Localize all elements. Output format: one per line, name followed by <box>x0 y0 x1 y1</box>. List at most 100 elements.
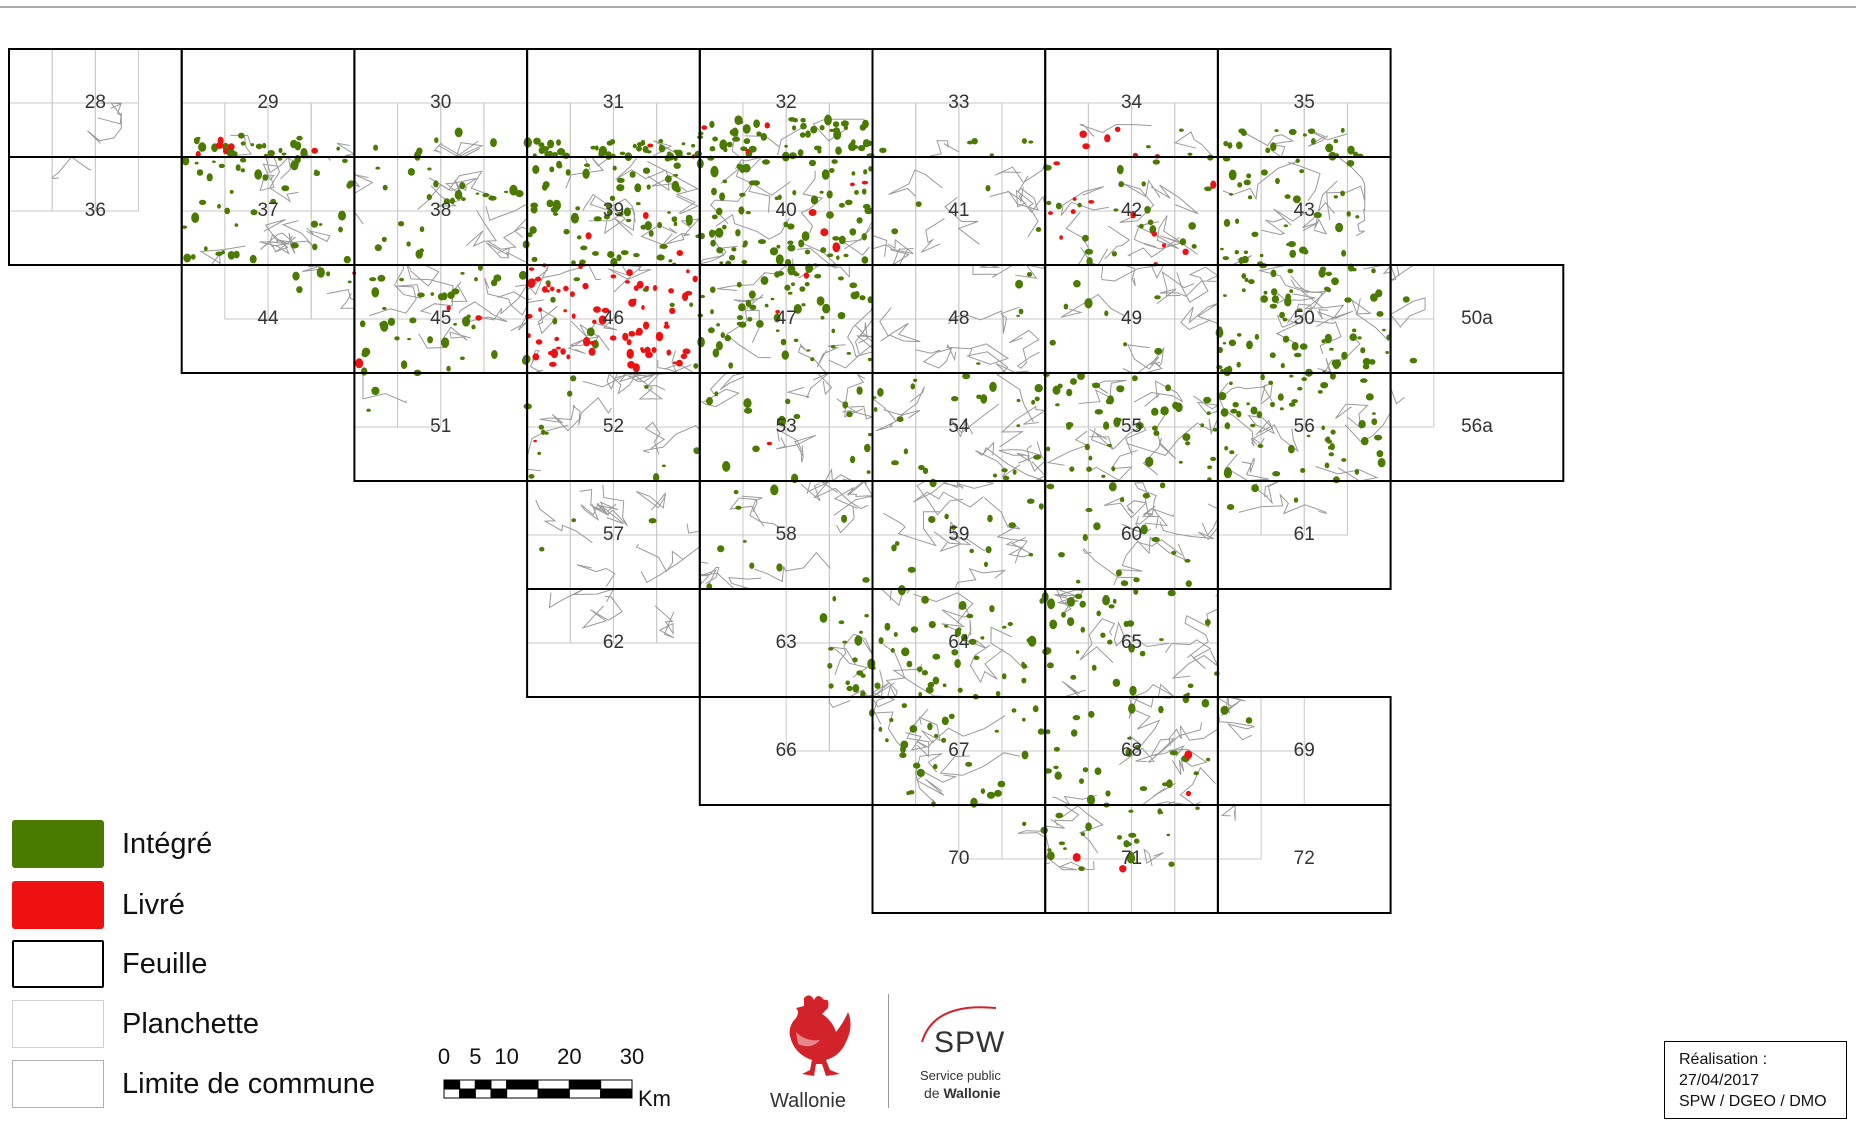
point-integre <box>1251 484 1259 493</box>
point-livre <box>644 285 649 290</box>
point-integre <box>1016 398 1021 403</box>
point-livre <box>546 283 551 288</box>
point-integre <box>846 352 852 355</box>
point-integre <box>857 145 866 152</box>
point-integre <box>1162 782 1169 787</box>
point-integre <box>1320 382 1329 389</box>
point-integre <box>636 186 641 191</box>
sheet-label-43: 43 <box>1294 200 1315 221</box>
points-67 <box>878 694 1045 808</box>
point-livre <box>533 439 537 443</box>
legend-label-integre: Intégré <box>122 828 213 860</box>
point-integre <box>530 205 538 214</box>
points-61 <box>1226 484 1299 510</box>
point-integre <box>190 254 196 260</box>
sheet-label-50: 50 <box>1294 308 1315 329</box>
point-integre <box>710 286 716 293</box>
point-integre <box>728 362 734 369</box>
legend-label-planchette: Planchette <box>122 1008 260 1040</box>
point-integre <box>1104 310 1109 317</box>
point-integre <box>934 733 939 738</box>
point-integre <box>417 292 425 298</box>
point-integre <box>838 202 845 208</box>
spw-logo-arc <box>921 1006 997 1043</box>
point-integre <box>1079 600 1086 608</box>
point-integre <box>1129 685 1137 696</box>
point-integre <box>783 221 789 228</box>
point-livre <box>1070 209 1076 215</box>
point-integre <box>347 280 352 284</box>
point-integre <box>863 169 868 175</box>
point-integre <box>901 703 907 709</box>
feuille-61 <box>1216 480 1392 590</box>
point-integre <box>1302 133 1307 137</box>
point-integre <box>1227 142 1233 149</box>
point-integre <box>826 211 834 219</box>
point-integre <box>1002 625 1007 629</box>
point-integre <box>722 179 728 184</box>
points-42 <box>1043 154 1217 267</box>
point-integre <box>1021 821 1027 827</box>
point-integre <box>715 341 723 351</box>
point-integre <box>878 637 884 645</box>
feuille-grid <box>8 48 1565 914</box>
point-integre <box>860 673 866 678</box>
point-integre <box>1223 218 1231 227</box>
point-integre <box>224 207 231 215</box>
point-integre <box>671 216 678 223</box>
point-livre <box>217 136 224 145</box>
sheet-label-52: 52 <box>603 416 624 437</box>
point-integre <box>1082 767 1089 773</box>
point-integre <box>1385 351 1390 354</box>
point-integre <box>426 194 432 201</box>
planchette-70 <box>958 804 1046 860</box>
point-integre <box>941 716 949 726</box>
point-integre <box>1341 351 1348 360</box>
point-integre <box>1134 744 1141 751</box>
point-integre <box>232 151 238 157</box>
point-integre <box>652 473 660 482</box>
point-integre <box>675 149 683 157</box>
point-integre <box>832 236 840 241</box>
point-integre <box>379 321 386 328</box>
point-integre <box>728 254 736 261</box>
point-integre <box>609 195 616 201</box>
legend-swatch-livre <box>12 881 104 929</box>
point-integre <box>1086 794 1096 806</box>
point-integre <box>1346 211 1351 217</box>
point-livre <box>1162 243 1166 248</box>
point-integre <box>1153 430 1160 437</box>
sheet-label-47: 47 <box>776 308 797 329</box>
point-integre <box>1016 424 1021 427</box>
point-integre <box>1139 786 1148 792</box>
point-integre <box>240 157 247 163</box>
point-integre <box>1133 577 1140 583</box>
point-integre <box>1365 393 1374 401</box>
point-integre <box>290 160 299 171</box>
point-integre <box>928 621 936 629</box>
point-integre <box>1185 441 1191 446</box>
point-integre <box>646 150 652 154</box>
point-integre <box>884 622 891 631</box>
point-integre <box>1128 643 1135 653</box>
point-integre <box>557 148 566 156</box>
sheet-label-32: 32 <box>776 92 797 113</box>
point-livre <box>692 275 698 283</box>
point-integre <box>804 249 811 255</box>
point-integre <box>1115 569 1122 577</box>
point-integre <box>196 169 204 176</box>
point-integre <box>973 655 980 660</box>
point-livre <box>609 335 617 341</box>
commune-lines-41 <box>872 157 1046 267</box>
point-integre <box>1203 396 1212 404</box>
point-integre <box>1313 212 1322 219</box>
point-integre <box>820 247 827 254</box>
point-integre <box>1301 377 1307 382</box>
point-livre <box>1053 161 1061 166</box>
commune-lines-72 <box>1220 803 1236 821</box>
point-integre <box>668 259 673 263</box>
point-integre <box>1182 433 1191 442</box>
point-integre <box>1288 444 1295 454</box>
point-integre <box>1140 524 1148 535</box>
point-integre <box>1206 411 1211 416</box>
